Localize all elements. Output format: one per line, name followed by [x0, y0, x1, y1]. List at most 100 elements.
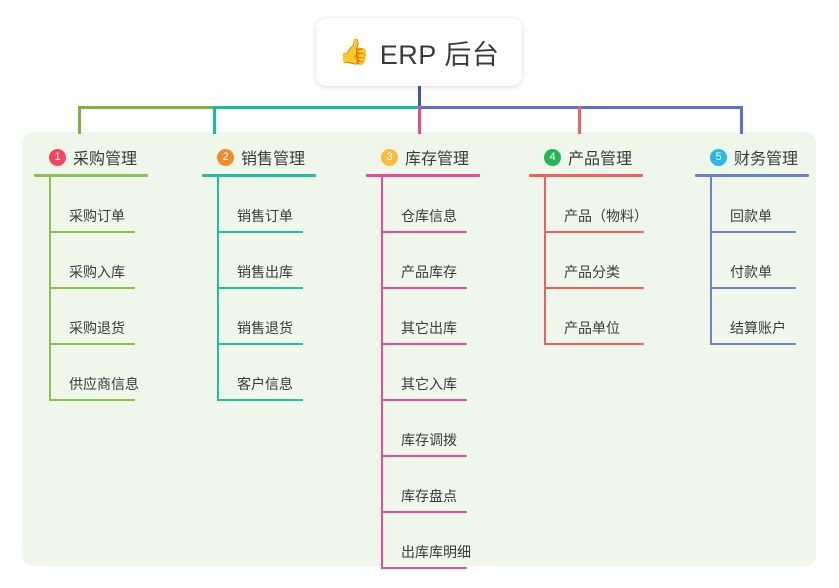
list-item-rule	[381, 399, 467, 401]
column-sales: 2 销售管理销售订单销售出库销售退货客户信息	[202, 146, 316, 401]
list-item-label: 产品分类	[564, 264, 620, 280]
list-item-label: 销售退货	[237, 320, 293, 336]
column-header-sales[interactable]: 2 销售管理	[202, 146, 316, 168]
list-item[interactable]: 采购订单	[49, 177, 148, 233]
column-header-inventory[interactable]: 3 库存管理	[366, 146, 480, 168]
diagram-panel	[22, 132, 816, 566]
list-item[interactable]: 采购入库	[49, 233, 148, 289]
list-item[interactable]: 销售退货	[217, 289, 316, 345]
list-item[interactable]: 付款单	[710, 233, 809, 289]
list-item-rule	[381, 567, 467, 569]
connector-drop-pink	[418, 106, 421, 134]
column-product: 4 产品管理产品（物料） 产品分类产品单位	[529, 146, 648, 345]
column-badge-inventory: 3	[381, 148, 398, 166]
list-item-rule	[381, 511, 467, 513]
list-item-rule	[544, 343, 644, 345]
column-header-product[interactable]: 4 产品管理	[529, 146, 643, 168]
column-header-finance[interactable]: 5 财务管理	[695, 146, 809, 168]
list-item[interactable]: 库存调拨	[381, 401, 480, 457]
connector-drop-red	[578, 106, 581, 134]
connector-bar-green	[78, 106, 213, 109]
column-title-finance: 财务管理	[734, 151, 799, 168]
list-item-rule	[381, 343, 467, 345]
column-items-product: 产品（物料） 产品分类产品单位	[544, 177, 648, 345]
column-badge-sales: 2	[217, 148, 234, 166]
list-item-label: 库存调拨	[401, 432, 457, 448]
column-header-rule-product	[529, 174, 643, 177]
column-header-rule-inventory	[366, 174, 480, 177]
root-node-card[interactable]: 👍 ERP 后台	[316, 18, 522, 86]
column-header-rule-finance	[695, 174, 809, 177]
list-item-label: 其它入库	[401, 376, 457, 392]
list-item-label: 仓库信息	[401, 208, 457, 224]
list-item-rule	[710, 231, 796, 233]
column-header-rule-purchase	[34, 174, 148, 177]
list-item[interactable]: 产品（物料）	[544, 177, 648, 233]
list-item-label: 采购入库	[69, 264, 125, 280]
connector-drop-green	[78, 106, 81, 134]
list-item[interactable]: 产品库存	[381, 233, 480, 289]
column-items-sales: 销售订单销售出库销售退货客户信息	[217, 177, 316, 401]
column-badge-finance: 5	[710, 148, 727, 166]
list-item-label: 产品（物料）	[564, 208, 648, 224]
list-item-rule	[381, 287, 467, 289]
list-item[interactable]: 产品分类	[544, 233, 644, 289]
column-spine-product	[544, 177, 546, 345]
column-items-finance: 回款单付款单结算账户	[710, 177, 809, 345]
column-title-product: 产品管理	[568, 151, 633, 168]
list-item-label: 供应商信息	[69, 376, 139, 392]
column-finance: 5 财务管理回款单付款单结算账户	[695, 146, 809, 345]
list-item-rule	[217, 231, 303, 233]
list-item-label: 销售订单	[237, 208, 293, 224]
list-item-label: 库存盘点	[401, 488, 457, 504]
list-item-rule	[381, 231, 467, 233]
list-item[interactable]: 结算账户	[710, 289, 809, 345]
list-item-rule	[49, 287, 135, 289]
list-item-label: 出库库明细	[401, 544, 471, 560]
list-item[interactable]: 其它入库	[381, 345, 480, 401]
list-item-label: 采购退货	[69, 320, 125, 336]
list-item-label: 产品库存	[401, 264, 457, 280]
connector-drop-blue	[740, 106, 743, 134]
list-item[interactable]: 出库库明细	[381, 513, 480, 569]
column-title-purchase: 采购管理	[73, 151, 138, 168]
column-badge-product: 4	[544, 148, 561, 166]
connector-bar-teal	[213, 106, 418, 109]
list-item-label: 产品单位	[564, 320, 620, 336]
list-item-rule	[710, 343, 796, 345]
list-item[interactable]: 回款单	[710, 177, 809, 233]
list-item[interactable]: 供应商信息	[49, 345, 148, 401]
list-item-label: 客户信息	[237, 376, 293, 392]
list-item[interactable]: 销售出库	[217, 233, 316, 289]
column-inventory: 3 库存管理仓库信息产品库存其它出库其它入库库存调拨库存盘点出库库明细	[366, 146, 480, 569]
list-item-rule	[544, 231, 644, 233]
list-item[interactable]: 库存盘点	[381, 457, 480, 513]
list-item[interactable]: 仓库信息	[381, 177, 480, 233]
column-title-inventory: 库存管理	[405, 151, 470, 168]
list-item-label: 回款单	[730, 208, 772, 224]
list-item[interactable]: 产品单位	[544, 289, 644, 345]
connector-stem	[418, 86, 421, 106]
list-item[interactable]: 客户信息	[217, 345, 316, 401]
column-spine-finance	[710, 177, 712, 345]
list-item-label: 结算账户	[730, 320, 786, 336]
column-header-rule-sales	[202, 174, 316, 177]
column-items-purchase: 采购订单采购入库采购退货供应商信息	[49, 177, 148, 401]
column-spine-inventory	[381, 177, 383, 569]
list-item-label: 其它出库	[401, 320, 457, 336]
list-item[interactable]: 采购退货	[49, 289, 148, 345]
list-item-rule	[544, 287, 644, 289]
column-title-sales: 销售管理	[241, 151, 306, 168]
connector-drop-teal	[213, 106, 216, 134]
list-item-label: 采购订单	[69, 208, 125, 224]
list-item[interactable]: 销售订单	[217, 177, 316, 233]
list-item[interactable]: 其它出库	[381, 289, 480, 345]
column-spine-sales	[217, 177, 219, 401]
list-item-rule	[49, 399, 135, 401]
list-item-rule	[217, 343, 303, 345]
list-item-rule	[710, 287, 796, 289]
list-item-rule	[49, 343, 135, 345]
column-spine-purchase	[49, 177, 51, 401]
